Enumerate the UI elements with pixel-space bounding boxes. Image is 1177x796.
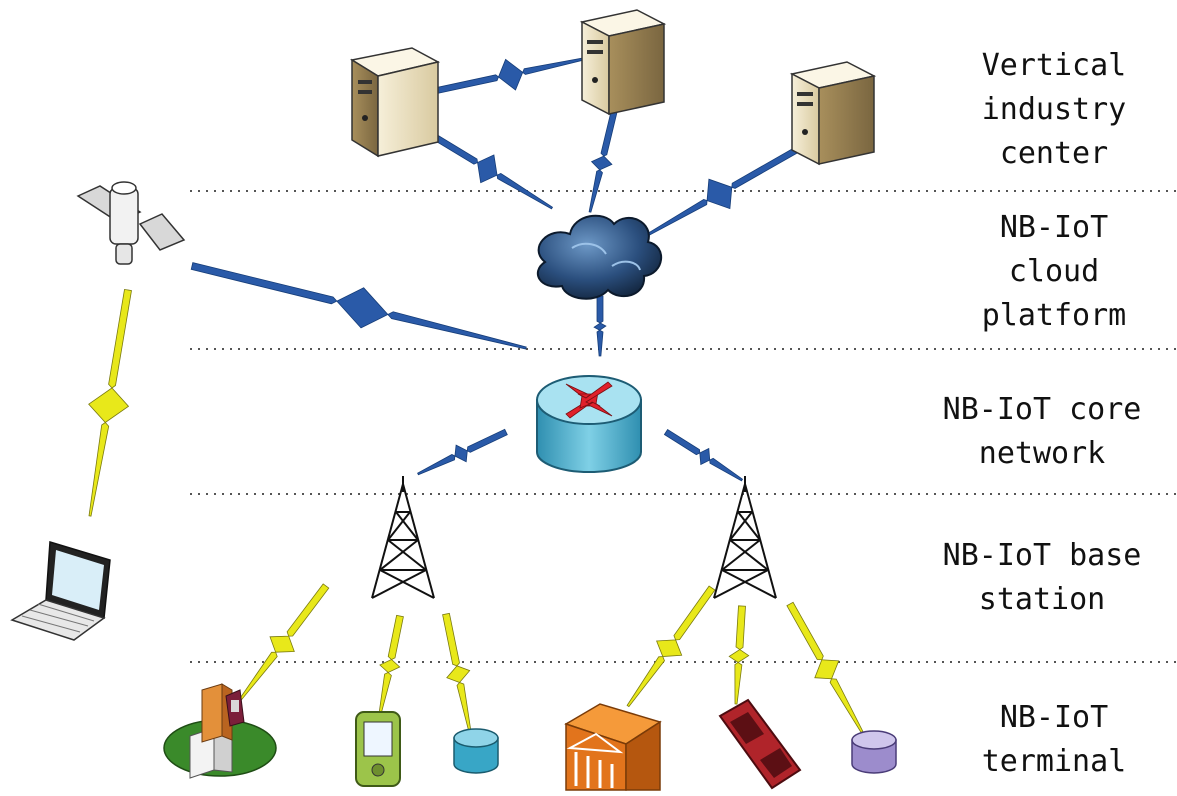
link-satellite-laptop (88, 288, 132, 517)
car-icon (718, 698, 802, 790)
server-icon (579, 9, 667, 116)
link-cloud-router (593, 295, 607, 357)
link-satellite-router (190, 262, 527, 350)
link-tower-right-car (728, 605, 750, 705)
cell-tower-icon (371, 476, 435, 599)
link-server1-server2 (428, 56, 589, 96)
link-server3-cloud (641, 144, 803, 240)
router-icon (536, 375, 642, 473)
link-router-tower-right (663, 428, 744, 482)
cloud-icon (536, 214, 663, 300)
link-tower-left-smartcity (238, 583, 330, 702)
cell-tower-icon (713, 476, 777, 599)
link-router-tower-left (417, 428, 508, 476)
link-server1-cloud (417, 124, 554, 210)
sensor-cylinder-icon (453, 728, 499, 774)
server-icon (349, 47, 441, 158)
server-icon (789, 61, 877, 166)
building-icon (564, 703, 662, 791)
laptop-icon (10, 541, 111, 641)
link-tower-left-handheld (378, 614, 404, 715)
smart-city-icon (163, 683, 277, 779)
links (88, 56, 864, 734)
link-server2-cloud (588, 110, 618, 213)
satellite-icon (76, 181, 186, 265)
handheld-device-icon (355, 711, 401, 787)
sensor-cylinder-icon (851, 730, 897, 774)
link-tower-right-sensor (786, 601, 864, 734)
link-tower-left-sensor (442, 612, 472, 733)
link-tower-right-building (626, 585, 716, 708)
